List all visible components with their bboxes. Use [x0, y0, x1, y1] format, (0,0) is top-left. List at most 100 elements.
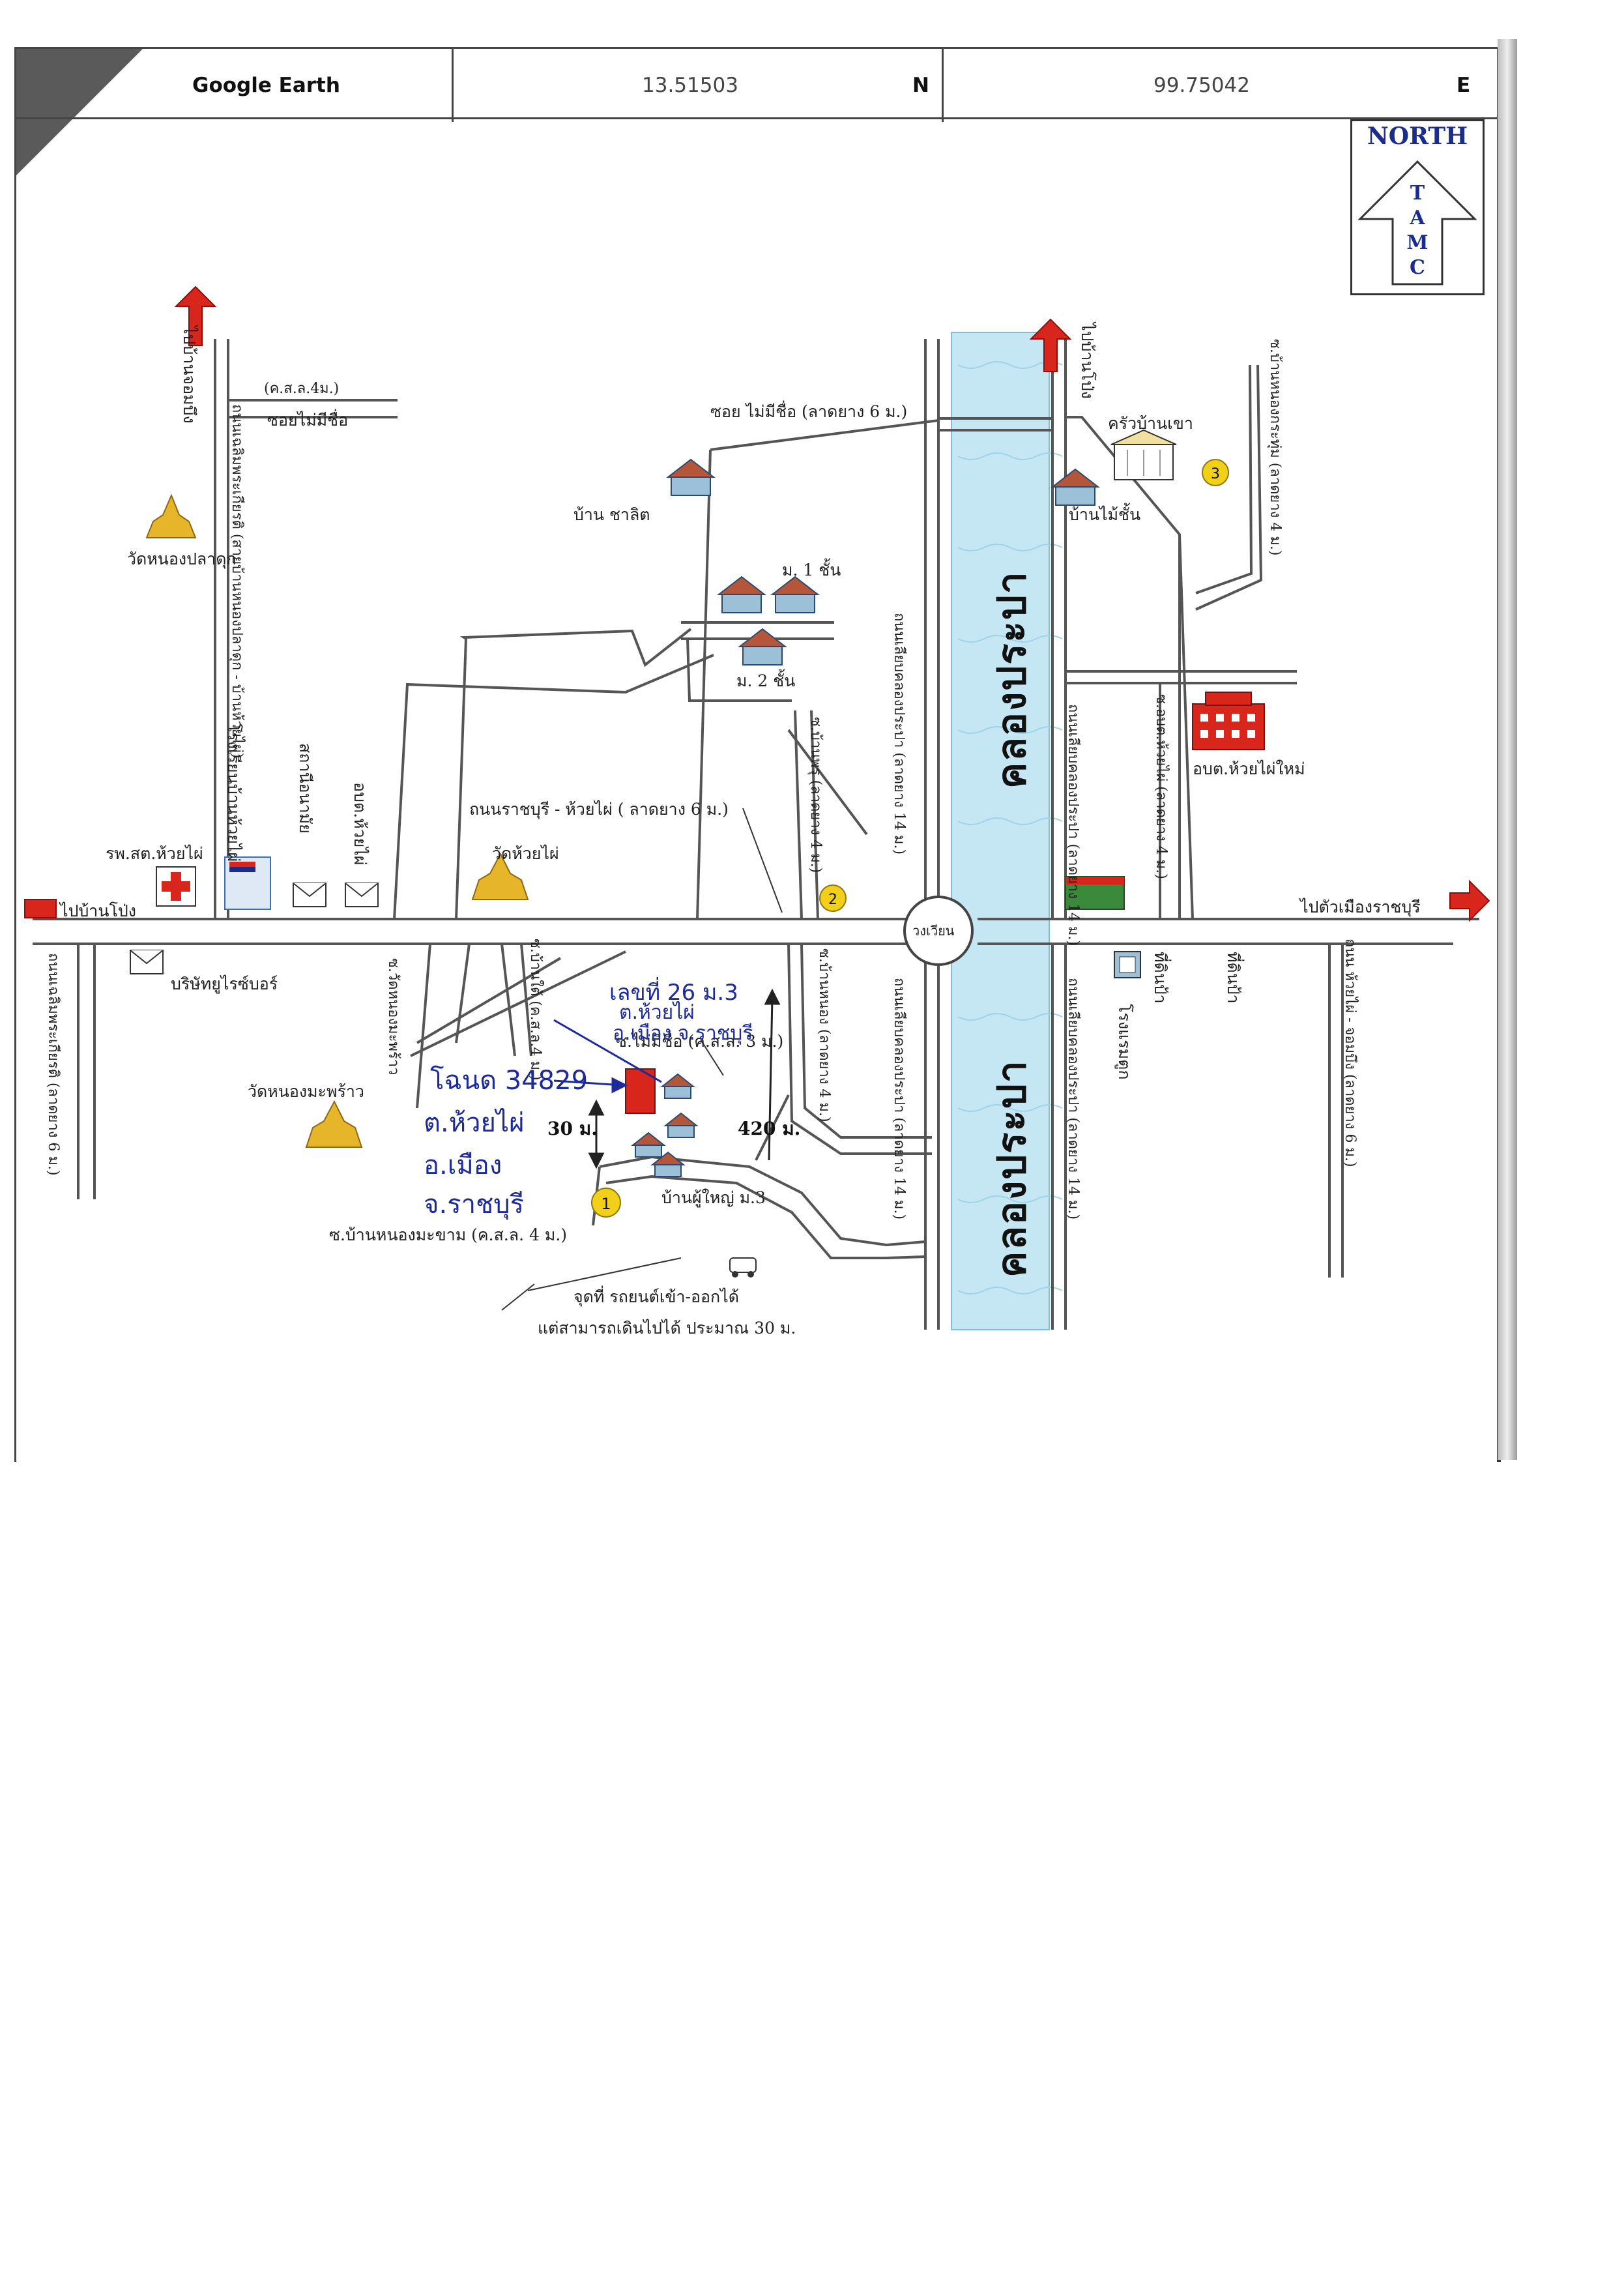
- car-icon: [729, 1257, 757, 1278]
- svg-text:2: 2: [828, 892, 837, 908]
- company-label: บริษัทยูไรซ์บอร์: [171, 974, 278, 993]
- house-1floor-label: ม. 1 ชั้น: [782, 561, 841, 579]
- house-2floor-label: ม. 2 ชั้น: [736, 671, 796, 690]
- house-wood-label: บ้านไม้ชั้น: [1069, 505, 1141, 524]
- distance-420m: 420 ม.: [738, 1118, 801, 1139]
- temple-nongpladuk-label: วัดหนองปลาดุก: [127, 549, 237, 568]
- road-right-canal-lower-label: ถนนเลียบคลองประปา (ลาดยาง 14 ม.): [1065, 978, 1081, 1220]
- north-title: NORTH: [1367, 123, 1468, 150]
- landmark-note2-label: แต่สามารถเดินไปได้ ประมาณ 30 ม.: [538, 1319, 796, 1337]
- temple-icon: [471, 852, 529, 900]
- temple-icon: [145, 493, 197, 538]
- north-letter-m: M: [1406, 231, 1428, 254]
- north-compass: NORTH T A M C: [1350, 119, 1485, 295]
- canal-upper-label: คลองประปา: [989, 570, 1035, 789]
- road-right-top-label: ซ.บ้านหนองกระทุ่ม (ลาดยาง 4 ม.): [1267, 339, 1283, 556]
- longitude-value: 99.75042: [1153, 74, 1250, 97]
- svg-text:3: 3: [1211, 466, 1220, 482]
- north-letter-t: T: [1410, 182, 1425, 205]
- post-box-icon: [345, 883, 379, 907]
- roundabout-icon: [903, 896, 974, 966]
- gas-station-label: ที่ดินป้า: [1151, 952, 1170, 1004]
- post-box-icon: [130, 950, 164, 974]
- arrow-west-icon: [24, 899, 57, 918]
- main-road-label: ถนนราชบุรี - ห้วยไผ่ ( ลาดยาง 6 ม.): [469, 800, 729, 819]
- latitude-dir: N: [912, 74, 929, 97]
- handwritten-deed-4: จ.ราชบุรี: [424, 1190, 525, 1220]
- house-chalit-label: บ้าน ชาลิต: [573, 505, 650, 524]
- house-icon: [660, 1073, 695, 1099]
- road-canal-left-label: ถนนเลียบคลองประปา (ลาดยาง 14 ม.): [891, 613, 907, 855]
- canal-lower-label: คลองประปา: [989, 1059, 1035, 1278]
- house-icon: [666, 458, 716, 496]
- arrow-north-right-icon: [1029, 318, 1072, 372]
- handwritten-deed-1: โฉนด 34829: [430, 1066, 588, 1096]
- app-name: Google Earth: [192, 74, 340, 97]
- side-road-left-label: ซอยไม่มีชื่อ: [267, 411, 349, 430]
- arrow-north-left-icon: [174, 285, 217, 346]
- temple-nongmaprao-label: วัดหนองมะพร้าว: [248, 1082, 364, 1101]
- house-icon: [738, 628, 787, 665]
- road-right-canal-label: ถนนเลียบคลองประปา (ลาดยาง 14 ม.): [1065, 704, 1081, 946]
- side-road-note: (ค.ส.ล.4ม.): [264, 381, 340, 397]
- road-nongmaprao-label: ซ.วัดหนองมะพร้าว: [385, 958, 401, 1075]
- restaurant-label: ครัวบ้านเขา: [1108, 414, 1193, 433]
- road-canal-lower-left-label: ถนนเลียบคลองประปา (ลาดยาง 14 ม.): [891, 978, 907, 1220]
- hotel-icon: [1114, 951, 1141, 978]
- road-vertical-mid-lower-label: ซ.บ้านหนอง (ลาดยาง 4 ม.): [816, 948, 832, 1122]
- house-icon: [650, 1151, 686, 1177]
- road-concrete-4m-label: ซ.บ้านหนองมะขาม (ค.ส.ล. 4 ม.): [329, 1225, 568, 1244]
- soi-no-name-3m-label: ซ.ไม่มีชื่อ (ค.ส.ล. 3 ม.): [616, 1032, 784, 1051]
- handwritten-deed-2: ต.ห้วยไผ่: [424, 1108, 525, 1138]
- village-leader-label: บ้านผู้ใหญ่ ม.3: [661, 1188, 766, 1207]
- roundabout-label: วงเวียน: [912, 923, 955, 939]
- handwritten-address-2: ต.ห้วยไผ่: [619, 1001, 695, 1024]
- school-icon: [224, 856, 271, 910]
- scan-edge: [1498, 39, 1517, 1460]
- left-main-road-label: ถนนเฉลิมพระเกียรติ (สายบ้านหนองปลาดุก - …: [229, 404, 245, 759]
- north-letter-a: A: [1409, 207, 1425, 229]
- to-east-label: ไปตัวเมืองราชบุรี: [1300, 898, 1421, 916]
- north-arrow-icon: T A M C: [1357, 160, 1477, 285]
- hospital-icon: [156, 866, 196, 907]
- station-label: สถานีอนามัย: [296, 743, 315, 834]
- north-letter-c: C: [1410, 256, 1425, 279]
- longitude-dir: E: [1457, 74, 1471, 97]
- arrow-east-icon: [1449, 879, 1490, 922]
- gas-station2-label: ที่ดินป้า: [1224, 952, 1243, 1004]
- temple-huaiphai-label: วัดห้วยไผ่: [492, 844, 559, 863]
- folded-corner: [14, 47, 145, 177]
- distance-30m: 30 ม.: [547, 1118, 598, 1139]
- shop-icon: [1065, 876, 1125, 910]
- road-network: 1 2 3: [24, 285, 1490, 1330]
- latitude-value: 13.51503: [642, 74, 738, 97]
- office-building-icon: [1192, 692, 1265, 750]
- school-label: โรงเรียนบ้านห้วยไผ่: [224, 723, 243, 862]
- soi-unnamed-top-label: ซอย ไม่มีชื่อ (ลาดยาง 6 ม.): [710, 402, 908, 421]
- house-icon: [663, 1112, 699, 1138]
- road-right-lower-label: ถนน ห้วยไผ่ - จอมบึง (ลาดยาง 6 ม.): [1342, 939, 1358, 1167]
- coordinate-header: Google Earth 13.51503 N 99.75042 E: [14, 47, 1499, 122]
- post-box-icon: [293, 883, 326, 907]
- left-lower-road-label: ถนนเฉลิมพระเกียรติ (ลาดยาง 6 ม.): [45, 953, 61, 1176]
- svg-text:1: 1: [601, 1195, 611, 1213]
- house-icon: [1051, 468, 1100, 506]
- canal: [951, 332, 1050, 1330]
- to-north-left-label: ไปบ้านจอมบึง: [180, 326, 199, 424]
- tambon-office-label: อบต.ห้วยไผ่: [351, 782, 370, 866]
- house-icon: [631, 1132, 666, 1158]
- marker-1: 1: [591, 1188, 621, 1218]
- house-icon: [717, 576, 766, 613]
- tambon-office-new-label: อบต.ห้วยไผ่ใหม่: [1193, 759, 1305, 778]
- handwritten-address-1: เลขที่ 26 ม.3: [609, 980, 738, 1006]
- road-vertical-mid-label: ซ.บ้านพรุ (ลาดยาง 4 ม.): [807, 717, 824, 873]
- landmark-note-label: จุดที่ รถยนต์เข้า-ออกได้: [573, 1287, 739, 1306]
- hotel-label: โรงแรมตูก: [1115, 1004, 1134, 1080]
- to-north-right-label: ไปบ้านโป่ง: [1078, 323, 1097, 399]
- to-west-label: ไปบ้านโป่ง: [60, 901, 136, 920]
- restaurant-icon: [1110, 429, 1177, 480]
- handwritten-deed-3: อ.เมือง: [424, 1150, 502, 1180]
- house-icon: [770, 576, 820, 613]
- road-aorbortor-label: ซ.อบต.ห้วยไผ่ (ลาดยาง 4 ม.): [1153, 694, 1169, 879]
